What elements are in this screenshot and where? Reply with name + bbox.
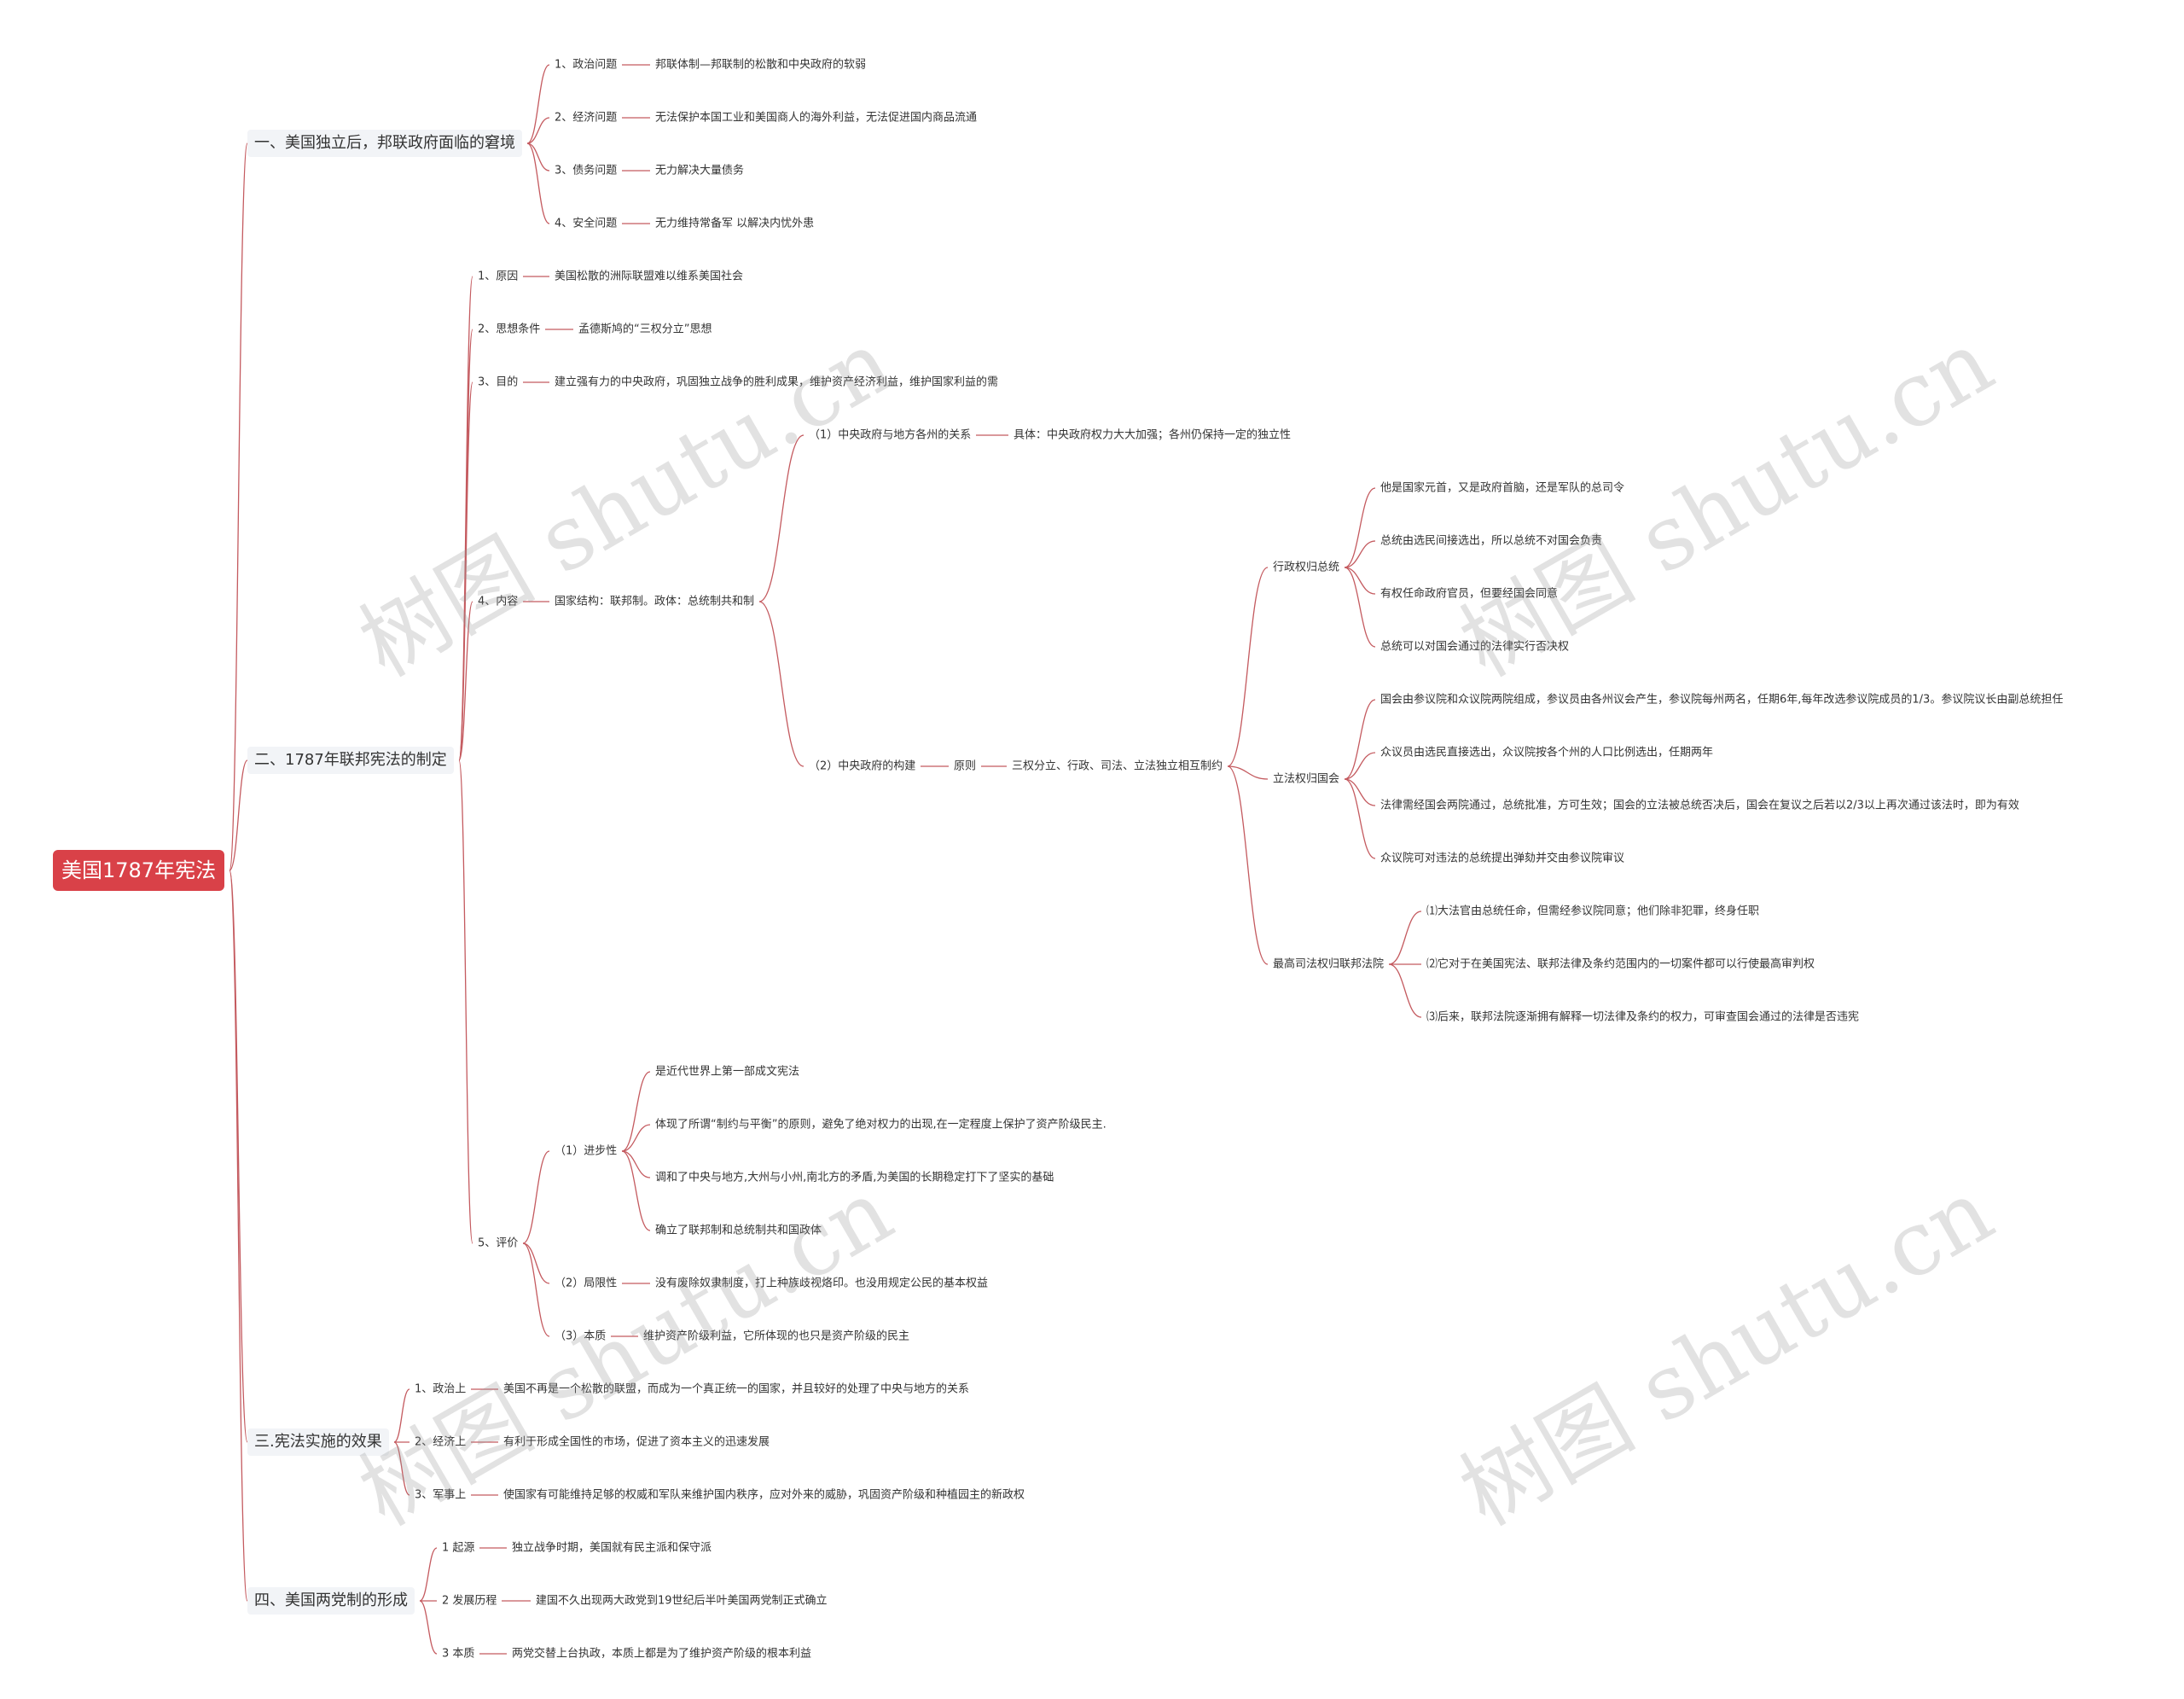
- connector-line: [458, 381, 473, 761]
- progressive-item-1[interactable]: 是近代世界上第一部成文宪法: [655, 1065, 800, 1079]
- connector-line: [1344, 540, 1376, 568]
- branch-3-node[interactable]: 三.宪法实施的效果: [247, 1428, 389, 1456]
- legislative-item-1[interactable]: 国会由参议院和众议院两院组成，参议员由各州议会产生，参议院每州两名，任期6年,每…: [1380, 693, 2064, 707]
- connector-line: [1227, 567, 1269, 767]
- content-structure[interactable]: （2）中央政府的构建: [809, 759, 916, 773]
- branch-1-node[interactable]: 一、美国独立后，邦联政府面临的窘境: [247, 130, 522, 157]
- legislative-item-4[interactable]: 众议院可对违法的总统提出弹劾并交由参议院审议: [1380, 852, 1625, 865]
- eval-essence[interactable]: （3）本质: [555, 1330, 607, 1343]
- connector-line: [621, 1071, 651, 1152]
- b1-item-3-detail[interactable]: 无力解决大量债务: [655, 164, 745, 177]
- b4-item-3[interactable]: 3 本质: [442, 1647, 475, 1661]
- executive-item-3[interactable]: 有权任命政府官员，但要经国会同意: [1380, 587, 1559, 601]
- power-legislative[interactable]: 立法权归国会: [1273, 772, 1340, 786]
- connector-line: [1344, 778, 1376, 806]
- connector-line: [1344, 778, 1376, 859]
- connector-line: [1344, 487, 1376, 568]
- connector-line: [1344, 699, 1376, 780]
- connector-line: [1388, 911, 1422, 965]
- connector-line: [522, 1242, 550, 1284]
- b2-item-5[interactable]: 5、评价: [478, 1236, 519, 1250]
- content-relation-detail[interactable]: 具体：中央政府权力大大加强；各州仍保持一定的独立性: [1014, 428, 1292, 442]
- connector-line: [1388, 963, 1422, 1018]
- structure-principle[interactable]: 原则: [954, 759, 977, 773]
- root-node[interactable]: 美国1787年宪法: [53, 850, 225, 891]
- executive-item-2[interactable]: 总统由选民间接选出，所以总统不对国会负责: [1380, 534, 1603, 548]
- b2-item-1[interactable]: 1、原因: [478, 270, 519, 283]
- connector-line: [1344, 567, 1376, 595]
- b3-item-3-detail[interactable]: 使国家有可能维持足够的权威和军队来维护国内秩序，应对外来的威胁，巩固资产阶级和种…: [503, 1488, 1025, 1502]
- connector-line: [621, 1150, 651, 1231]
- b2-item-3[interactable]: 3、目的: [478, 375, 519, 389]
- b2-item-1-detail[interactable]: 美国松散的洲际联盟难以维系美国社会: [555, 270, 744, 283]
- b2-item-2[interactable]: 2、思想条件: [478, 323, 541, 336]
- b2-item-4-detail[interactable]: 国家结构：联邦制。政体：总统制共和制: [555, 595, 755, 608]
- power-executive[interactable]: 行政权归总统: [1273, 561, 1340, 574]
- connector-line: [419, 1547, 438, 1602]
- b3-item-3[interactable]: 3、军事上: [415, 1488, 467, 1502]
- connector-line: [229, 870, 248, 1602]
- b4-item-1[interactable]: 1 起源: [442, 1541, 475, 1555]
- judicial-item-2[interactable]: ⑵它对于在美国宪法、联邦法律及条约范围内的一切案件都可以行使最高审判权: [1426, 957, 1815, 971]
- b4-item-1-detail[interactable]: 独立战争时期，美国就有民主派和保守派: [512, 1541, 712, 1555]
- eval-progressive[interactable]: （1）进步性: [555, 1144, 618, 1158]
- connector-line: [526, 117, 550, 144]
- b3-item-1[interactable]: 1、政治上: [415, 1382, 467, 1396]
- b1-item-1[interactable]: 1、政治问题: [555, 58, 618, 72]
- executive-item-1[interactable]: 他是国家元首，又是政府首脑，还是军队的总司令: [1380, 481, 1625, 495]
- b1-item-4-detail[interactable]: 无力维持常备军 以解决内忧外患: [655, 217, 815, 230]
- connector-line: [458, 601, 473, 761]
- progressive-item-4[interactable]: 确立了联邦制和总统制共和国政体: [655, 1224, 822, 1237]
- b3-item-1-detail[interactable]: 美国不再是一个松散的联盟，而成为一个真正统一的国家，并且较好的处理了中央与地方的…: [503, 1382, 970, 1396]
- structure-principle-detail[interactable]: 三权分立、行政、司法、立法独立相互制约: [1012, 759, 1223, 773]
- eval-limitation-detail[interactable]: 没有废除奴隶制度，打上种族歧视烙印。也没用规定公民的基本权益: [655, 1277, 989, 1290]
- power-judicial[interactable]: 最高司法权归联邦法院: [1273, 957, 1385, 971]
- connector-line: [522, 1242, 550, 1337]
- legislative-item-3[interactable]: 法律需经国会两院通过，总统批准，方可生效；国会的立法被总统否决后，国会在复议之后…: [1380, 799, 2019, 812]
- b1-item-3[interactable]: 3、债务问题: [555, 164, 618, 177]
- b3-item-2-detail[interactable]: 有利于形成全国性的市场，促进了资本主义的迅速发展: [503, 1435, 770, 1449]
- connector-line: [458, 759, 473, 1244]
- b1-item-2[interactable]: 2、经济问题: [555, 111, 618, 125]
- connector-line: [229, 759, 248, 871]
- b4-item-2-detail[interactable]: 建国不久出现两大政党到19世纪后半叶美国两党制正式确立: [536, 1594, 828, 1608]
- connector-line: [621, 1124, 651, 1152]
- judicial-item-3[interactable]: ⑶后来，联邦法院逐渐拥有解释一切法律及条约的权力，可审查国会通过的法律是否违宪: [1426, 1010, 1860, 1024]
- b4-item-3-detail[interactable]: 两党交替上台执政，本质上都是为了维护资产阶级的根本利益: [512, 1647, 812, 1661]
- content-relation[interactable]: （1）中央政府与地方各州的关系: [809, 428, 972, 442]
- branch-2-node[interactable]: 二、1787年联邦宪法的制定: [247, 747, 454, 774]
- b2-item-4[interactable]: 4、内容: [478, 595, 519, 608]
- b3-item-2[interactable]: 2、经济上: [415, 1435, 467, 1449]
- legislative-item-2[interactable]: 众议员由选民直接选出，众议院按各个州的人口比例选出，任期两年: [1380, 746, 1714, 759]
- branch-4-node[interactable]: 四、美国两党制的形成: [247, 1587, 415, 1615]
- b2-item-3-detail[interactable]: 建立强有力的中央政府，巩固独立战争的胜利成果，维护资产经济利益，维护国家利益的需: [555, 375, 999, 389]
- connector-line: [758, 601, 804, 767]
- connector-line: [526, 143, 550, 224]
- judicial-item-1[interactable]: ⑴大法官由总统任命，但需经参议院同意；他们除非犯罪，终身任职: [1426, 905, 1760, 918]
- b4-item-2[interactable]: 2 发展历程: [442, 1594, 497, 1608]
- progressive-item-2[interactable]: 体现了所谓“制约与平衡”的原则，避免了绝对权力的出现,在一定程度上保护了资产阶级…: [655, 1118, 1107, 1132]
- connector-line: [229, 143, 248, 871]
- progressive-item-3[interactable]: 调和了中央与地方,大州与小州,南北方的矛盾,为美国的长期稳定打下了坚实的基础: [655, 1171, 1054, 1184]
- b1-item-2-detail[interactable]: 无法保护本国工业和美国商人的海外利益，无法促进国内商品流通: [655, 111, 978, 125]
- b1-item-1-detail[interactable]: 邦联体制—邦联制的松散和中央政府的软弱: [655, 58, 867, 72]
- eval-essence-detail[interactable]: 维护资产阶级利益，它所体现的也只是资产阶级的民主: [643, 1330, 910, 1343]
- connector-line: [526, 64, 550, 144]
- connector-line: [1344, 567, 1376, 648]
- connector-line: [522, 1150, 550, 1244]
- b2-item-2-detail[interactable]: 孟德斯鸠的“三权分立”思想: [578, 323, 712, 336]
- connector-line: [419, 1600, 438, 1655]
- connector-line: [1227, 765, 1269, 780]
- executive-item-4[interactable]: 总统可以对国会通过的法律实行否决权: [1380, 640, 1570, 654]
- connector-line: [1344, 752, 1376, 780]
- connector-line: [1227, 765, 1269, 965]
- eval-limitation[interactable]: （2）局限性: [555, 1277, 618, 1290]
- connector-line: [393, 1441, 410, 1496]
- connector-line: [758, 434, 804, 602]
- connector-line: [393, 1388, 410, 1443]
- b1-item-4[interactable]: 4、安全问题: [555, 217, 618, 230]
